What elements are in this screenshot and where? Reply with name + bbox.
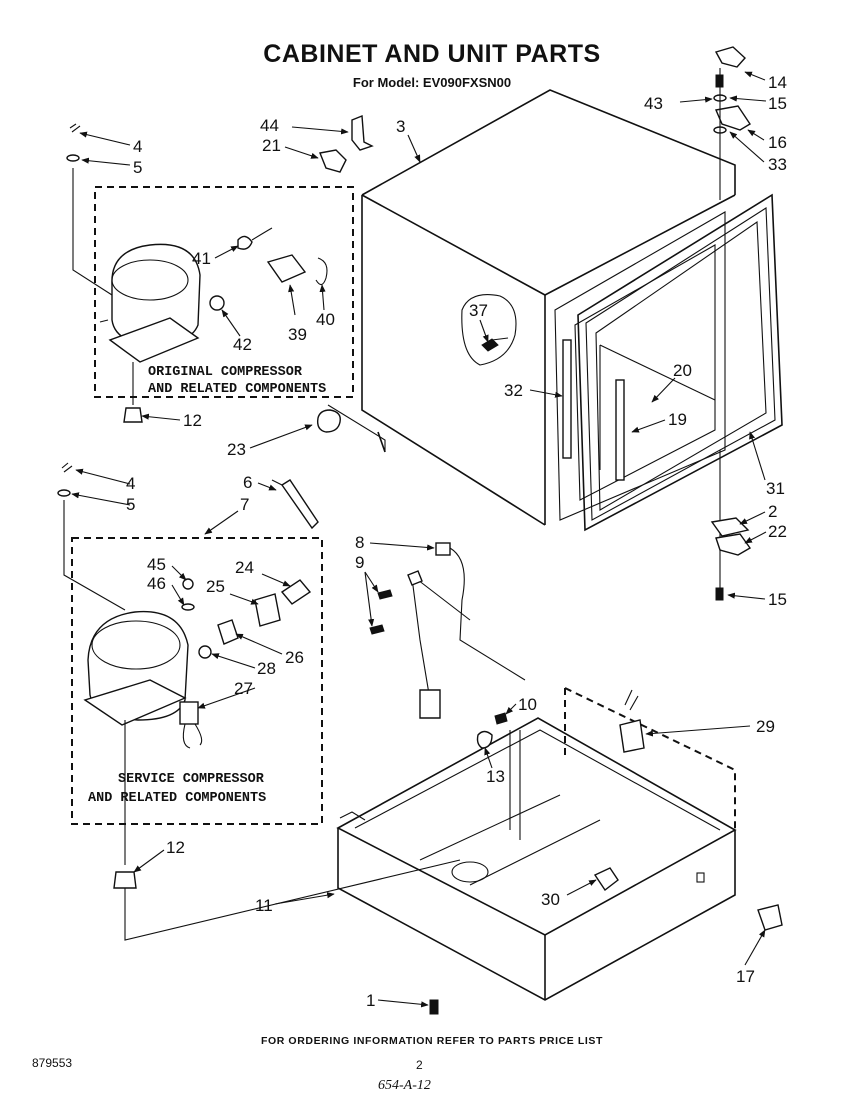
page-number: 2: [416, 1058, 423, 1072]
label-2: 2: [768, 502, 777, 521]
label-42: 42: [233, 335, 252, 354]
original-compressor: [99, 227, 328, 363]
label-43: 43: [644, 94, 663, 113]
base-pan: [336, 687, 737, 1001]
top-hinge-assembly: [713, 46, 751, 200]
service-compressor-box: [71, 537, 323, 825]
label-7: 7: [240, 495, 249, 514]
part-29-relay: [619, 719, 645, 753]
part-17-leveler: [757, 904, 783, 931]
label-30: 30: [541, 890, 560, 909]
label-40: 40: [316, 310, 335, 329]
label-9: 9: [355, 553, 364, 572]
label-45: 45: [147, 555, 166, 574]
wiring-harness: [369, 542, 526, 719]
original-box-line-1: ORIGINAL COMPRESSOR: [148, 365, 303, 380]
label-1: 1: [366, 991, 375, 1010]
leader-lines-original: [66, 123, 143, 423]
document-number: 879553: [32, 1056, 73, 1070]
cabinet: [361, 89, 783, 532]
label-27: 27: [234, 679, 253, 698]
label-15-top: 15: [768, 94, 787, 113]
label-25: 25: [206, 577, 225, 596]
label-24: 24: [235, 558, 254, 577]
leader-arrows: [71, 71, 767, 1008]
label-19: 19: [668, 410, 687, 429]
part-21-plug: [319, 149, 347, 173]
label-12-bottom: 12: [166, 838, 185, 857]
label-29: 29: [756, 717, 775, 736]
service-box-line-1: SERVICE COMPRESSOR: [118, 772, 265, 787]
label-31: 31: [766, 479, 785, 498]
leader-lines-service: [57, 462, 461, 941]
label-15-bottom: 15: [768, 590, 787, 609]
label-8: 8: [355, 533, 364, 552]
label-21: 21: [262, 136, 281, 155]
original-compressor-box: [94, 186, 354, 398]
bottom-hinge-assembly: [710, 450, 752, 601]
part-1-screw: [429, 999, 439, 1015]
label-22: 22: [768, 522, 787, 541]
label-14: 14: [768, 73, 787, 92]
part-44-bracket: [351, 114, 374, 151]
label-20: 20: [673, 361, 692, 380]
label-28: 28: [257, 659, 276, 678]
label-4-top: 4: [133, 137, 142, 156]
handwritten-code: 654-A-12: [378, 1078, 431, 1093]
label-5-bottom: 5: [126, 495, 135, 514]
label-12-top: 12: [183, 411, 202, 430]
label-41: 41: [192, 249, 211, 268]
part-23-grommet: [316, 409, 341, 433]
part-number-labels: 4 5 44 21 3 14 15 43 16 33 41 42 39 40 3…: [126, 73, 787, 1010]
label-32: 32: [504, 381, 523, 400]
ordering-note: FOR ORDERING INFORMATION REFER TO PARTS …: [260, 1035, 604, 1047]
part-10-screw: [494, 712, 508, 725]
label-13: 13: [486, 767, 505, 786]
label-5-top: 5: [133, 158, 142, 177]
label-10: 10: [518, 695, 537, 714]
part-13-plug: [476, 730, 493, 749]
label-4-bottom: 4: [126, 474, 135, 493]
part-6-thermostat-bulb: [281, 479, 319, 530]
label-3: 3: [396, 117, 405, 136]
label-39: 39: [288, 325, 307, 344]
model-number: For Model: EV090FXSN00: [352, 75, 512, 90]
label-33: 33: [768, 155, 787, 174]
label-11: 11: [255, 896, 273, 915]
label-26: 26: [285, 648, 304, 667]
label-46: 46: [147, 574, 166, 593]
service-compressor: [83, 578, 312, 749]
label-23: 23: [227, 440, 246, 459]
label-17: 17: [736, 967, 755, 986]
label-44: 44: [260, 116, 279, 135]
label-16: 16: [768, 133, 787, 152]
diagram-title: CABINET AND UNIT PARTS: [263, 40, 601, 68]
label-37: 37: [469, 301, 488, 320]
part-30-clip: [593, 867, 619, 892]
label-6: 6: [243, 473, 252, 492]
service-box-line-2: AND RELATED COMPONENTS: [88, 791, 266, 806]
original-box-line-2: AND RELATED COMPONENTS: [148, 382, 326, 397]
